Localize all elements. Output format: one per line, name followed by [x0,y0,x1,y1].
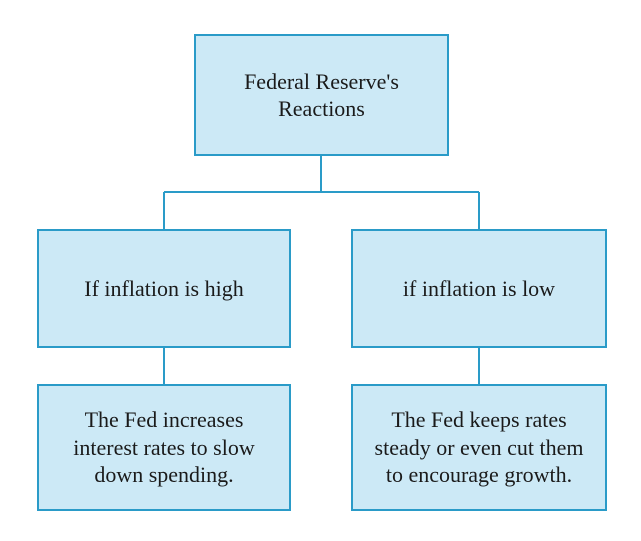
condition-low-label: if inflation is low [402,275,556,301]
action-high-node: The Fed increases interest rates to slow… [37,384,291,511]
root-node: Federal Reserve's Reactions [194,34,449,156]
action-high-label: The Fed increases interest rates to slow… [73,407,255,488]
condition-high-node: If inflation is high [37,229,291,348]
condition-low-node: if inflation is low [351,229,607,348]
root-label: Federal Reserve's Reactions [244,68,399,122]
action-low-label: The Fed keeps rates steady or even cut t… [374,407,584,488]
action-low-node: The Fed keeps rates steady or even cut t… [351,384,607,511]
condition-high-label: If inflation is high [84,275,244,301]
